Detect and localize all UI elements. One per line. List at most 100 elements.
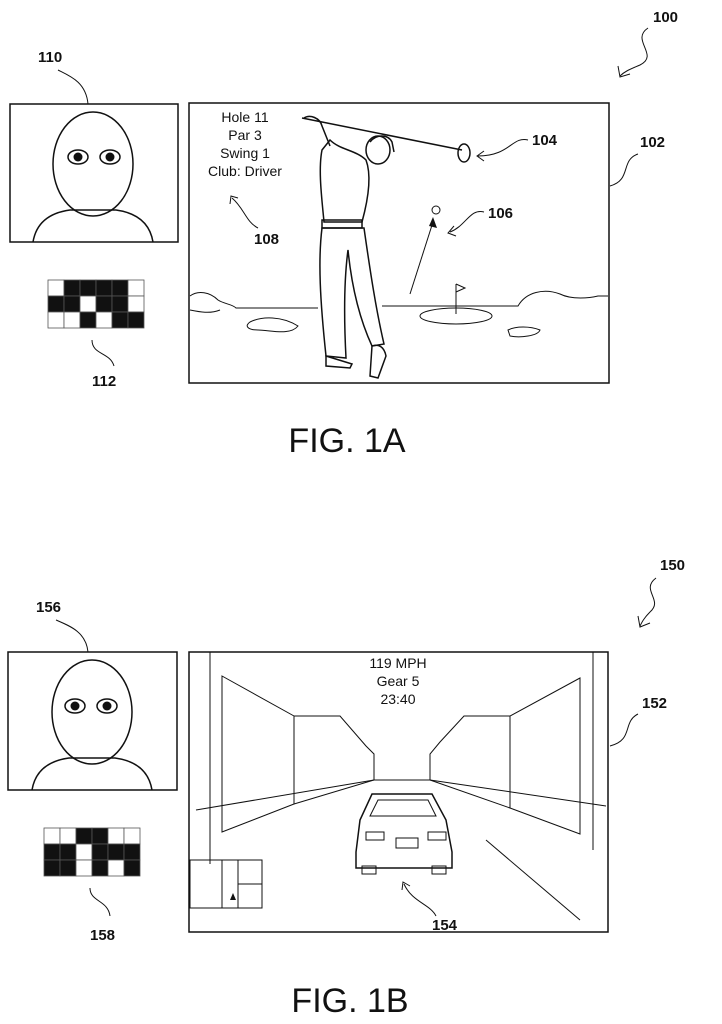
hud-par: Par 3 <box>228 127 262 143</box>
hud-gear: Gear 5 <box>377 673 420 689</box>
shoulders-b <box>32 758 152 790</box>
grid-112-cell <box>96 296 112 312</box>
left-building-far <box>294 716 374 804</box>
mini-map-marker <box>230 893 236 900</box>
fig-label-1b: FIG. 1B <box>291 982 408 1020</box>
grid-158-cell <box>76 828 92 844</box>
leader-154 <box>404 884 436 916</box>
grid-112-cell <box>80 296 96 312</box>
grid-112-cell <box>128 296 144 312</box>
left-taillight <box>366 832 384 840</box>
mini-map <box>190 860 262 908</box>
sand-trap-left <box>247 318 298 332</box>
leader-112 <box>92 340 114 366</box>
leader-152 <box>610 714 638 746</box>
grid-158-cell <box>124 860 140 876</box>
leader-104 <box>478 139 528 156</box>
road-lane-line <box>486 840 580 920</box>
grid-158-cell <box>124 828 140 844</box>
race-car <box>356 794 452 874</box>
leader-106 <box>450 211 484 232</box>
ref-label-156: 156 <box>36 599 61 616</box>
grid-158-cell <box>108 828 124 844</box>
car-body <box>356 794 452 868</box>
face-outline-b <box>52 660 132 764</box>
grid-112-cell <box>48 296 64 312</box>
hud-swing: Swing 1 <box>220 145 270 161</box>
leader-100 <box>620 28 648 76</box>
leader-150 <box>640 578 656 626</box>
left-building-near <box>222 676 294 832</box>
grid-112-cell <box>80 280 96 296</box>
racing-hud: 119 MPH Gear 5 23:40 <box>369 655 426 707</box>
grid-112-cell <box>64 296 80 312</box>
leader-102 <box>610 154 638 186</box>
golfer-belt <box>322 220 362 228</box>
user-camera-frame-b <box>8 652 177 790</box>
grid-158-cell <box>92 828 108 844</box>
golfer-head <box>366 136 390 164</box>
grid-158-cell <box>44 860 60 876</box>
ref-label-102: 102 <box>640 134 665 151</box>
fig-label-1a: FIG. 1A <box>288 422 405 460</box>
left-pupil <box>74 153 83 162</box>
grid-158-cell <box>92 860 108 876</box>
trajectory-line <box>410 222 433 294</box>
golfer-figure <box>302 116 470 378</box>
grid-112-cell <box>112 312 128 328</box>
leader-110 <box>58 70 88 104</box>
shoulders <box>33 210 153 242</box>
grid-158-cell <box>60 828 76 844</box>
grid-158-cell <box>92 844 108 860</box>
ref-label-150: 150 <box>660 557 685 574</box>
leader-108 <box>232 198 258 228</box>
grid-112-cell <box>80 312 96 328</box>
arrowhead-150 <box>638 616 650 627</box>
fig-1a: 100 110 112 102 Hole 11 Par 3 Swing 1 Cl… <box>10 9 678 460</box>
ball-trajectory <box>410 206 440 294</box>
grid-112-cell <box>112 280 128 296</box>
ref-label-152: 152 <box>642 695 667 712</box>
sand-trap-right <box>508 327 540 337</box>
arrowhead-100 <box>618 66 630 77</box>
right-taillight <box>428 832 446 840</box>
ref-label-104: 104 <box>532 132 558 149</box>
grid-158-cell <box>108 860 124 876</box>
right-pupil <box>106 153 115 162</box>
right-pupil-b <box>103 702 112 711</box>
horizon-right <box>382 291 608 306</box>
grid-112-cell <box>128 280 144 296</box>
flag <box>456 284 465 292</box>
user-face-avatar-b <box>32 660 152 790</box>
golfer-torso <box>320 140 369 222</box>
golfer-right-shoe <box>370 345 386 378</box>
user-face-avatar <box>33 112 153 242</box>
right-building-near <box>510 678 580 834</box>
golf-course-terrain <box>190 284 608 337</box>
license-plate <box>396 838 418 848</box>
grid-158-cell <box>108 844 124 860</box>
grid-158-cell <box>60 860 76 876</box>
grid-112-cell <box>128 312 144 328</box>
code-grid-158 <box>44 828 140 876</box>
fig-1b: 150 156 158 152 <box>8 557 685 1020</box>
golf-ball <box>432 206 440 214</box>
grid-112-cell <box>96 312 112 328</box>
golf-hud: Hole 11 Par 3 Swing 1 Club: Driver <box>208 109 282 179</box>
road-left-edge <box>196 780 374 810</box>
hud-club: Club: Driver <box>208 163 282 179</box>
ref-label-158: 158 <box>90 927 115 944</box>
face-outline <box>53 112 133 216</box>
leader-158 <box>90 888 110 916</box>
right-wheel <box>432 866 446 874</box>
hud-time: 23:40 <box>380 691 415 707</box>
car-windshield <box>370 800 436 816</box>
hud-hole: Hole 11 <box>221 109 268 125</box>
left-pupil-b <box>71 702 80 711</box>
grid-158-cell <box>76 860 92 876</box>
ref-label-106: 106 <box>488 205 513 222</box>
grid-112-cell <box>64 280 80 296</box>
grid-112-cell <box>112 296 128 312</box>
ref-label-108: 108 <box>254 231 279 248</box>
